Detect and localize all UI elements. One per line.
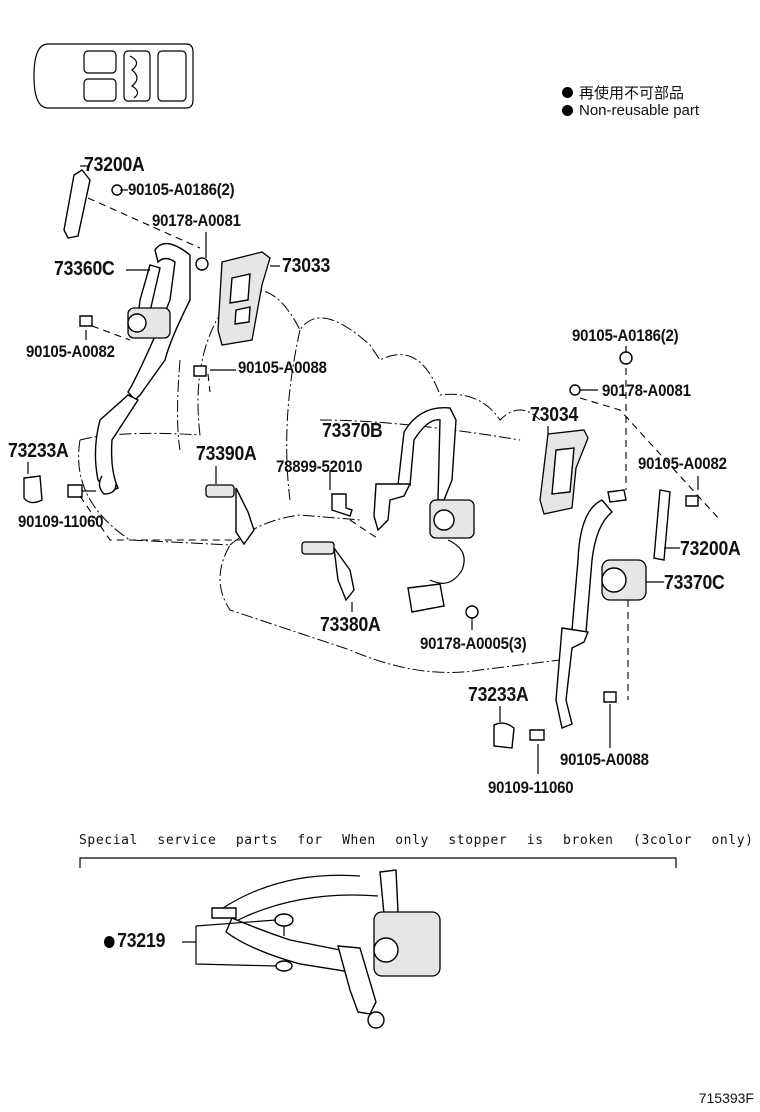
bullet-icon	[562, 87, 573, 98]
callout-90109-11060-right: 90109-11060	[488, 778, 574, 797]
legend-text-en: Non-reusable part	[579, 102, 700, 119]
legend-text-jp: 再使用不可部品	[579, 85, 685, 102]
leader-lines-solid	[27, 165, 699, 774]
callout-73219-text: 73219	[117, 930, 166, 952]
buckle-73380A	[301, 541, 355, 602]
service-note-bracket	[79, 857, 677, 868]
service-parts-note: Special service parts for When only stop…	[79, 833, 754, 848]
callout-73370B: 73370B	[322, 420, 383, 442]
pillar-garnish-73033	[217, 251, 271, 346]
center-belt-73370B	[331, 407, 479, 619]
callout-73200A-right: 73200A	[680, 538, 741, 560]
buckle-73390A	[205, 484, 255, 546]
vehicle-layout-icon	[33, 43, 194, 109]
callout-73200A-top: 73200A	[84, 154, 145, 176]
non-reusable-bullet-icon	[104, 935, 115, 948]
bolts-left	[79, 184, 209, 377]
callout-73370C: 73370C	[664, 572, 725, 594]
callout-90105-A0082-left: 90105-A0082	[26, 342, 115, 361]
leader-lines-dashed	[79, 197, 721, 700]
callout-90105-A0088-right: 90105-A0088	[560, 750, 649, 769]
callout-73380A: 73380A	[320, 614, 381, 636]
callout-90178-A0081-right: 90178-A0081	[602, 381, 691, 400]
callout-90178-A0005: 90178-A0005(3)	[420, 634, 527, 653]
callout-90105-A0088-left: 90105-A0088	[238, 358, 327, 377]
stopper-detail	[182, 869, 441, 1029]
callout-90105-A0082-right: 90105-A0082	[638, 454, 727, 473]
callout-73233A-right: 73233A	[468, 684, 529, 706]
callout-73033: 73033	[282, 255, 331, 277]
right-seat-belt	[493, 351, 699, 749]
callout-90105-A0186-right: 90105-A0186(2)	[572, 326, 679, 345]
bullet-icon	[562, 105, 573, 116]
illustration-number: 715393F	[698, 1090, 754, 1106]
callout-90109-11060-left: 90109-11060	[18, 512, 104, 531]
callout-78899-52010: 78899-52010	[276, 457, 363, 476]
callout-73360C: 73360C	[54, 258, 115, 280]
callout-90178-A0081-top: 90178-A0081	[152, 211, 241, 230]
left-seat-belt	[23, 169, 191, 504]
legend-item-en: Non-reusable part	[562, 102, 699, 119]
callout-73034: 73034	[530, 404, 579, 426]
legend-item-jp: 再使用不可部品	[562, 82, 684, 103]
callout-73233A-left: 73233A	[8, 440, 69, 462]
callout-90105-A0186-top: 90105-A0186(2)	[128, 180, 235, 199]
callout-73219: 73219	[104, 930, 165, 953]
callout-73390A: 73390A	[196, 443, 257, 465]
